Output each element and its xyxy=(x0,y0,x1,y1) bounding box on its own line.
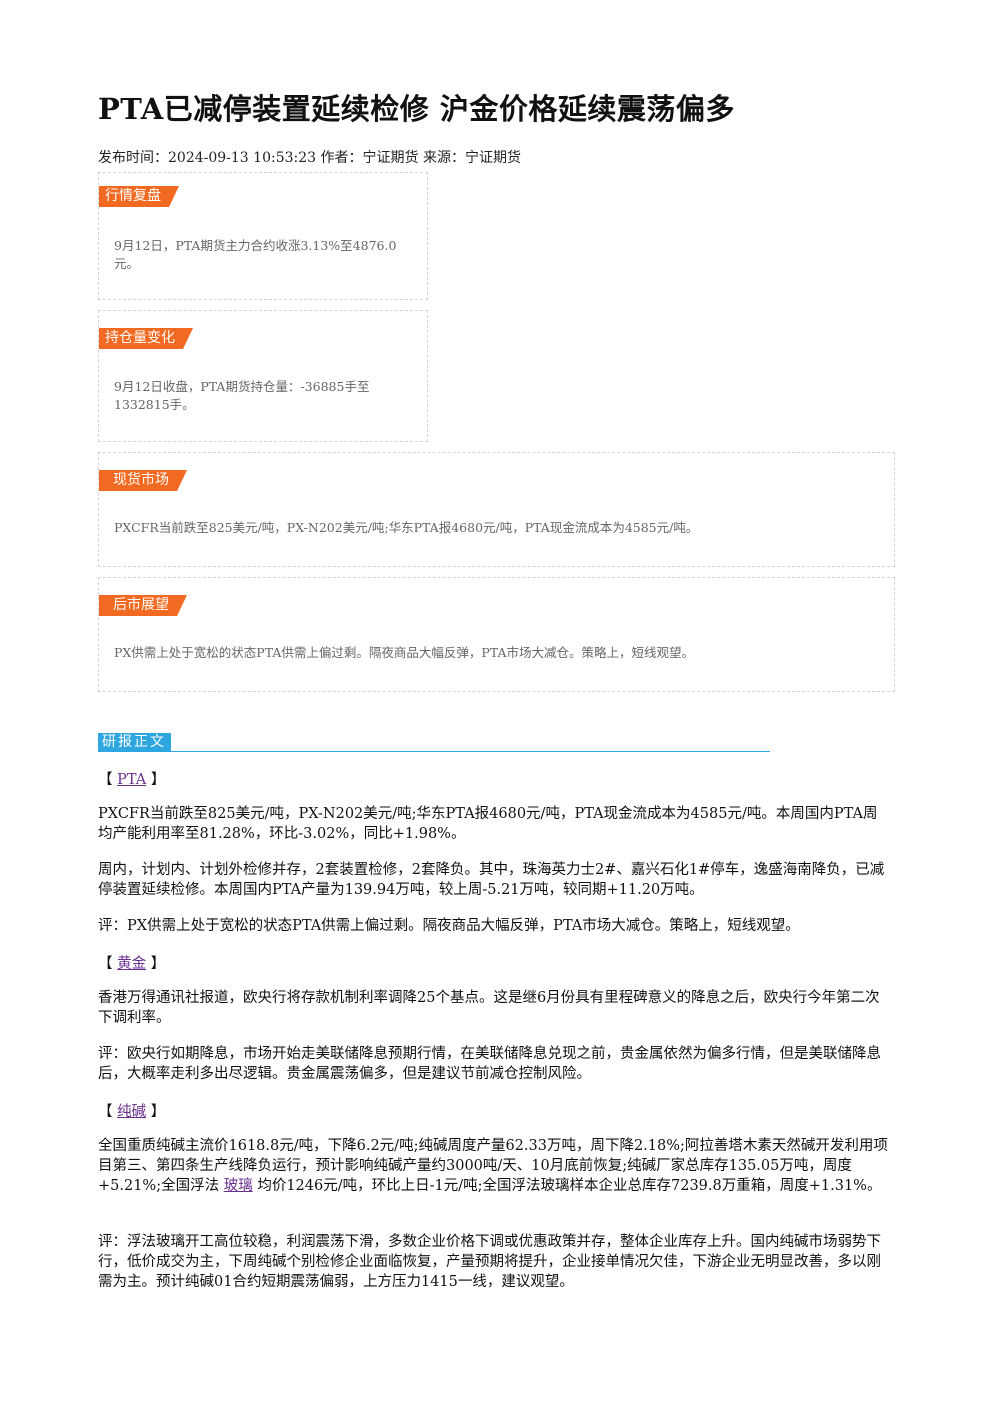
author: 宁证期货 xyxy=(362,150,419,166)
gold-paragraph-1: 香港万得通讯社报道，欧央行将存款机制利率调降25个基点。这是继6月份具有里程碑意… xyxy=(98,990,880,1026)
bracket-open: 【 xyxy=(98,1104,118,1120)
outlook-text: PX供需上处于宽松的状态PTA供需上偏过剩。隔夜商品大幅反弹，PTA市场大减仓。… xyxy=(114,645,694,660)
pta-link[interactable]: PTA xyxy=(117,772,147,788)
publish-time: 2024-09-13 10:53:23 xyxy=(168,150,317,166)
section-head-gold: 【 黄金 】 xyxy=(98,952,165,973)
outlook-box: 后市展望 PX供需上处于宽松的状态PTA供需上偏过剩。隔夜商品大幅反弹，PTA市… xyxy=(98,577,895,692)
soda-paragraph-1-b: 均价1246元/吨，环比上日-1元/吨;全国浮法玻璃样本企业总库存7239.8万… xyxy=(252,1178,882,1194)
pta-paragraph-3: 评：PX供需上处于宽松的状态PTA供需上偏过剩。隔夜商品大幅反弹，PTA市场大减… xyxy=(98,918,800,934)
section-head-soda: 【 纯碱 】 xyxy=(98,1100,165,1121)
glass-link[interactable]: 玻璃 xyxy=(223,1178,253,1194)
soda-paragraph-1: 全国重质纯碱主流价1618.8元/吨，下降6.2元/吨;纯碱周度产量62.33万… xyxy=(98,1136,890,1196)
market-review-text: 9月12日，PTA期货主力合约收涨3.13%至4876.0元。 xyxy=(114,238,397,271)
bracket-close: 】 xyxy=(146,956,166,972)
soda-paragraph-2: 评：浮法玻璃开工高位较稳，利润震荡下滑，多数企业价格下调或优惠政策并存，整体企业… xyxy=(98,1234,881,1290)
position-change-text: 9月12日收盘，PTA期货持仓量：-36885手至1332815手。 xyxy=(114,379,370,412)
report-tag: 研报正文 xyxy=(98,733,171,752)
pta-paragraph-2: 周内，计划内、计划外检修并存，2套装置检修，2套降负。其中，珠海英力士2#、嘉兴… xyxy=(98,862,885,898)
bracket-open: 【 xyxy=(98,956,118,972)
source-label: 来源： xyxy=(418,150,465,166)
position-change-box: 持仓量变化 9月12日收盘，PTA期货持仓量：-36885手至1332815手。 xyxy=(98,310,428,442)
soda-link[interactable]: 纯碱 xyxy=(117,1104,147,1120)
market-review-box: 行情复盘 9月12日，PTA期货主力合约收涨3.13%至4876.0元。 xyxy=(98,172,428,300)
source: 宁证期货 xyxy=(464,150,521,166)
gold-link[interactable]: 黄金 xyxy=(117,956,147,972)
market-review-tag: 行情复盘 xyxy=(99,186,179,207)
outlook-tag: 后市展望 xyxy=(99,595,187,616)
bracket-close: 】 xyxy=(146,772,166,788)
bracket-open: 【 xyxy=(98,772,118,788)
page-title: PTA已减停装置延续检修 沪金价格延续震荡偏多 xyxy=(98,92,735,126)
position-change-tag: 持仓量变化 xyxy=(99,328,193,349)
section-head-pta: 【 PTA 】 xyxy=(98,768,165,789)
bracket-close: 】 xyxy=(146,1104,166,1120)
pta-paragraph-1: PXCFR当前跌至825美元/吨，PX-N202美元/吨;华东PTA报4680元… xyxy=(98,806,878,842)
spot-market-box: 现货市场 PXCFR当前跌至825美元/吨，PX-N202美元/吨;华东PTA报… xyxy=(98,452,895,567)
soda-paragraph-1-a: 全国重质纯碱主流价1618.8元/吨，下降6.2元/吨;纯碱周度产量62.33万… xyxy=(98,1138,888,1194)
article-meta: 发布时间：2024-09-13 10:53:23 作者：宁证期货 来源：宁证期货 xyxy=(98,147,521,167)
publish-label: 发布时间： xyxy=(98,150,168,166)
spot-market-text: PXCFR当前跌至825美元/吨，PX-N202美元/吨;华东PTA报4680元… xyxy=(114,520,699,535)
gold-paragraph-2: 评：欧央行如期降息，市场开始走美联储降息预期行情，在美联储降息兑现之前，贵金属依… xyxy=(98,1046,881,1082)
author-label: 作者： xyxy=(316,150,363,166)
report-divider xyxy=(98,751,770,752)
spot-market-tag: 现货市场 xyxy=(99,470,187,491)
